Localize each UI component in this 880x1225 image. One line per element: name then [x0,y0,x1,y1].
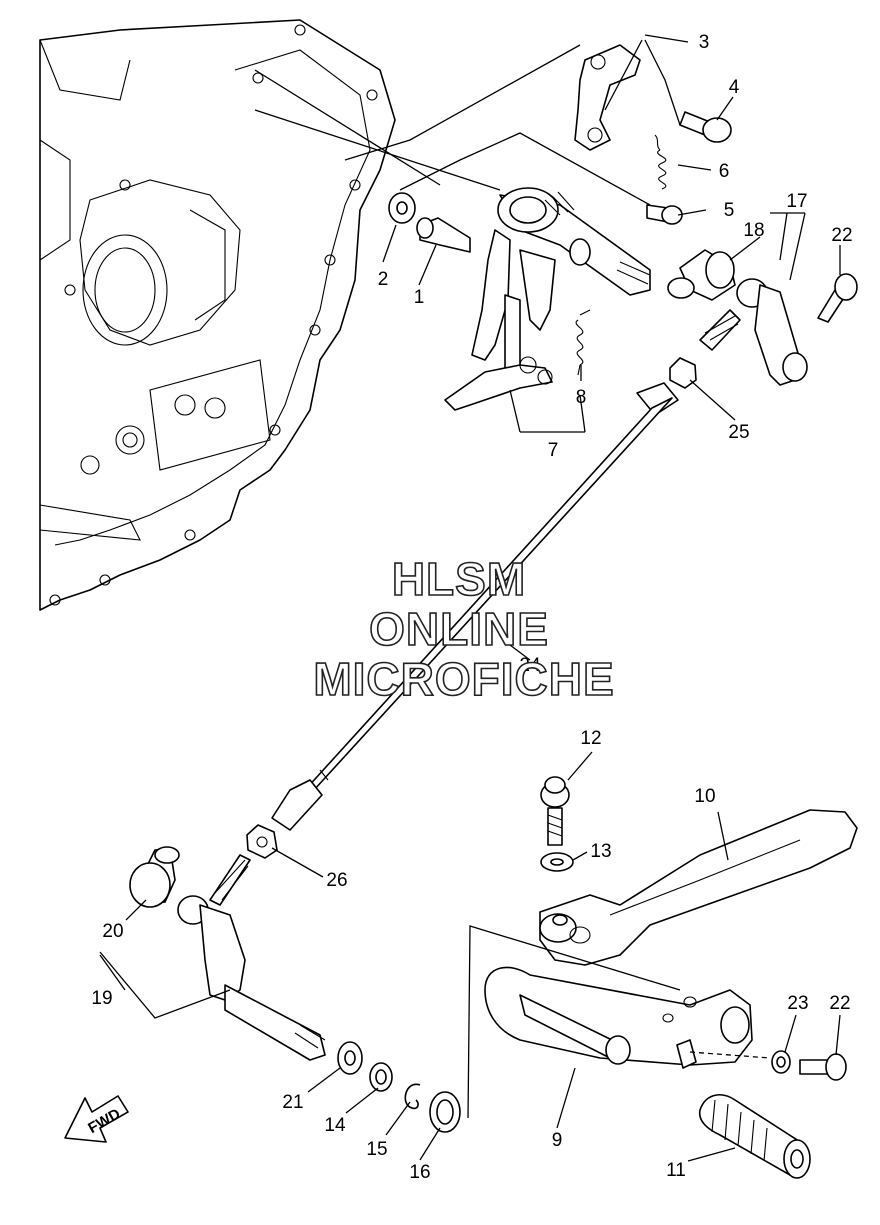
forward-direction-arrow: FWD [64,1095,129,1143]
pedal-rubber-part-11 [698,1094,811,1179]
callout-12: 12 [580,728,601,749]
callout-4: 4 [729,77,740,98]
washer-part-2 [388,192,416,224]
nut-part-25 [669,357,697,389]
callout-3: 3 [699,32,710,53]
watermark-line-1: HLSM [392,553,526,605]
callout-26: 26 [326,870,347,891]
bolt-part-4 [679,111,732,143]
callout-6: 6 [719,161,730,182]
callout-2: 2 [378,269,389,290]
callout-21: 21 [282,1092,303,1113]
stopper-lever-part-3 [574,44,641,151]
bolt-part-12 [540,776,570,846]
collar-part-5 [646,204,683,225]
callout-25: 25 [728,422,749,443]
callout-13: 13 [590,841,611,862]
watermark-line-3: MICROFICHE [313,653,614,705]
callout-5: 5 [724,200,735,221]
callout-24: 24 [519,655,541,676]
callout-20: 20 [102,921,123,942]
heel-pedal-part-9 [484,966,753,1069]
leader-lines [99,34,841,1162]
nut-part-26 [246,824,278,859]
callout-16: 16 [409,1162,430,1183]
callout-17: 17 [786,191,807,212]
bolt-part-22-upper [817,273,858,323]
watermark-line-2: ONLINE [369,603,549,655]
shift-shaft-assembly-part-7 [444,187,651,411]
callout-22-upper: 22 [831,225,852,246]
callout-10: 10 [694,786,715,807]
rod-end-part-18 [667,249,736,301]
leader-bracket-9-16 [467,925,681,1119]
callout-1: 1 [414,287,425,308]
shift-arm-part-17 [699,278,808,386]
callout-15: 15 [366,1139,387,1160]
shift-rod-part-24 [271,382,679,831]
callout-9: 9 [552,1130,563,1151]
callout-14: 14 [324,1115,346,1136]
callout-22-lower: 22 [829,993,850,1014]
dashed-assembly-line [689,1051,771,1059]
shift-pedal-part-10 [539,809,858,966]
callout-23: 23 [787,993,808,1014]
pin-part-1 [416,217,471,253]
rod-end-part-20 [129,846,180,908]
shift-arm-part-19 [177,854,326,1061]
callout-8: 8 [576,387,587,408]
washer-part-13 [540,852,574,872]
bolt-part-22-lower [799,1053,847,1081]
washer-part-21 [337,1041,363,1075]
spring-part-6 [654,134,667,190]
callout-numbers: 3 4 6 5 17 18 22 2 1 8 25 7 24 12 10 13 … [91,32,852,1183]
oil-seal-part-16 [429,1091,461,1133]
callout-18: 18 [743,220,764,241]
washer-part-23 [771,1050,791,1074]
washer-part-14 [369,1062,393,1092]
crankcase-cover [39,19,651,611]
callout-19: 19 [91,988,112,1009]
callout-11: 11 [666,1160,686,1181]
spring-part-8 [575,309,591,376]
watermark: HLSM ONLINE MICROFICHE [313,552,615,706]
callout-7: 7 [548,440,559,461]
